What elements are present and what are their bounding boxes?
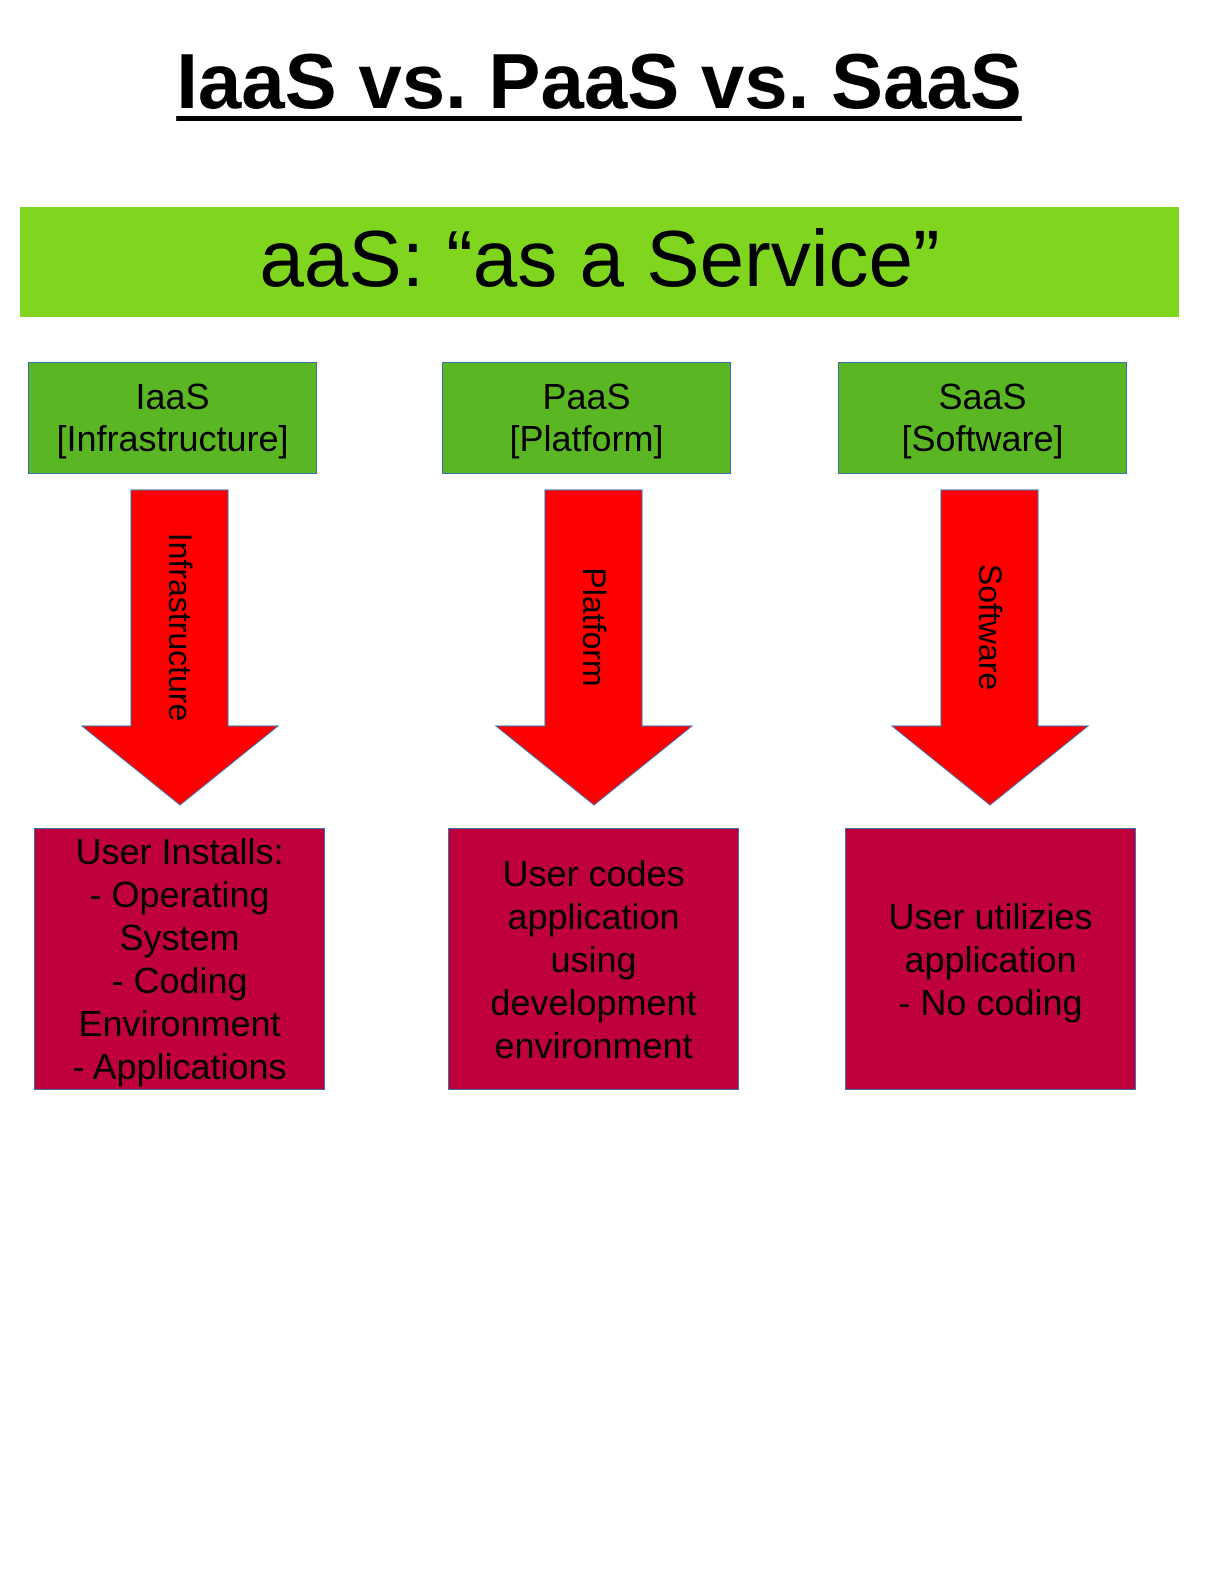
page-title: IaaS vs. PaaS vs. SaaS [0, 36, 1198, 126]
paas-arrow-shape [494, 489, 694, 806]
iaas-header-box: IaaS [Infrastructure] [28, 362, 317, 474]
saas-header-box: SaaS [Software] [838, 362, 1127, 474]
iaas-result-line: - Operating [89, 874, 270, 915]
saas-arrow-shape [890, 489, 1090, 806]
iaas-result-line: User Installs: [75, 831, 284, 872]
saas-header-name: SaaS [938, 376, 1027, 417]
paas-arrow-label-text: Platform [576, 567, 612, 687]
paas-header-subtitle: [Platform] [509, 418, 664, 459]
saas-down-arrow: Software [890, 489, 1090, 807]
saas-header-subtitle: [Software] [901, 418, 1064, 459]
iaas-header-name: IaaS [135, 376, 210, 417]
saas-result-line: application [904, 938, 1077, 980]
iaas-header-subtitle: [Infrastructure] [56, 418, 289, 459]
saas-result-line: - No coding [898, 981, 1083, 1023]
saas-arrow-label-text: Software [972, 563, 1008, 691]
paas-result-box: User codes application using development… [448, 828, 739, 1090]
iaas-result-line: - Applications [72, 1046, 287, 1087]
banner-text: aaS: “as a Service” [259, 214, 940, 303]
iaas-result-line: - Coding [111, 960, 248, 1001]
paas-header-box: PaaS [Platform] [442, 362, 731, 474]
saas-result-line: User utilizies [888, 895, 1093, 937]
paas-result-line: using [550, 938, 637, 980]
iaas-result-line: Environment [78, 1003, 281, 1044]
page-title-text: IaaS vs. PaaS vs. SaaS [176, 37, 1022, 125]
iaas-down-arrow: Infrastructure [80, 489, 280, 807]
paas-result-line: application [507, 895, 680, 937]
saas-result-box: User utilizies application - No coding [845, 828, 1136, 1090]
paas-result-line: development [490, 981, 697, 1023]
paas-header-name: PaaS [542, 376, 631, 417]
paas-down-arrow: Platform [494, 489, 694, 807]
service-banner: aaS: “as a Service” [20, 207, 1179, 317]
paas-result-line: environment [494, 1024, 693, 1066]
iaas-arrow-shape [80, 489, 280, 806]
iaas-arrow-label-text: Infrastructure [162, 532, 198, 722]
iaas-result-line: System [119, 917, 240, 958]
paas-result-line: User codes [502, 852, 685, 894]
iaas-result-box: User Installs: - Operating System - Codi… [34, 828, 325, 1090]
